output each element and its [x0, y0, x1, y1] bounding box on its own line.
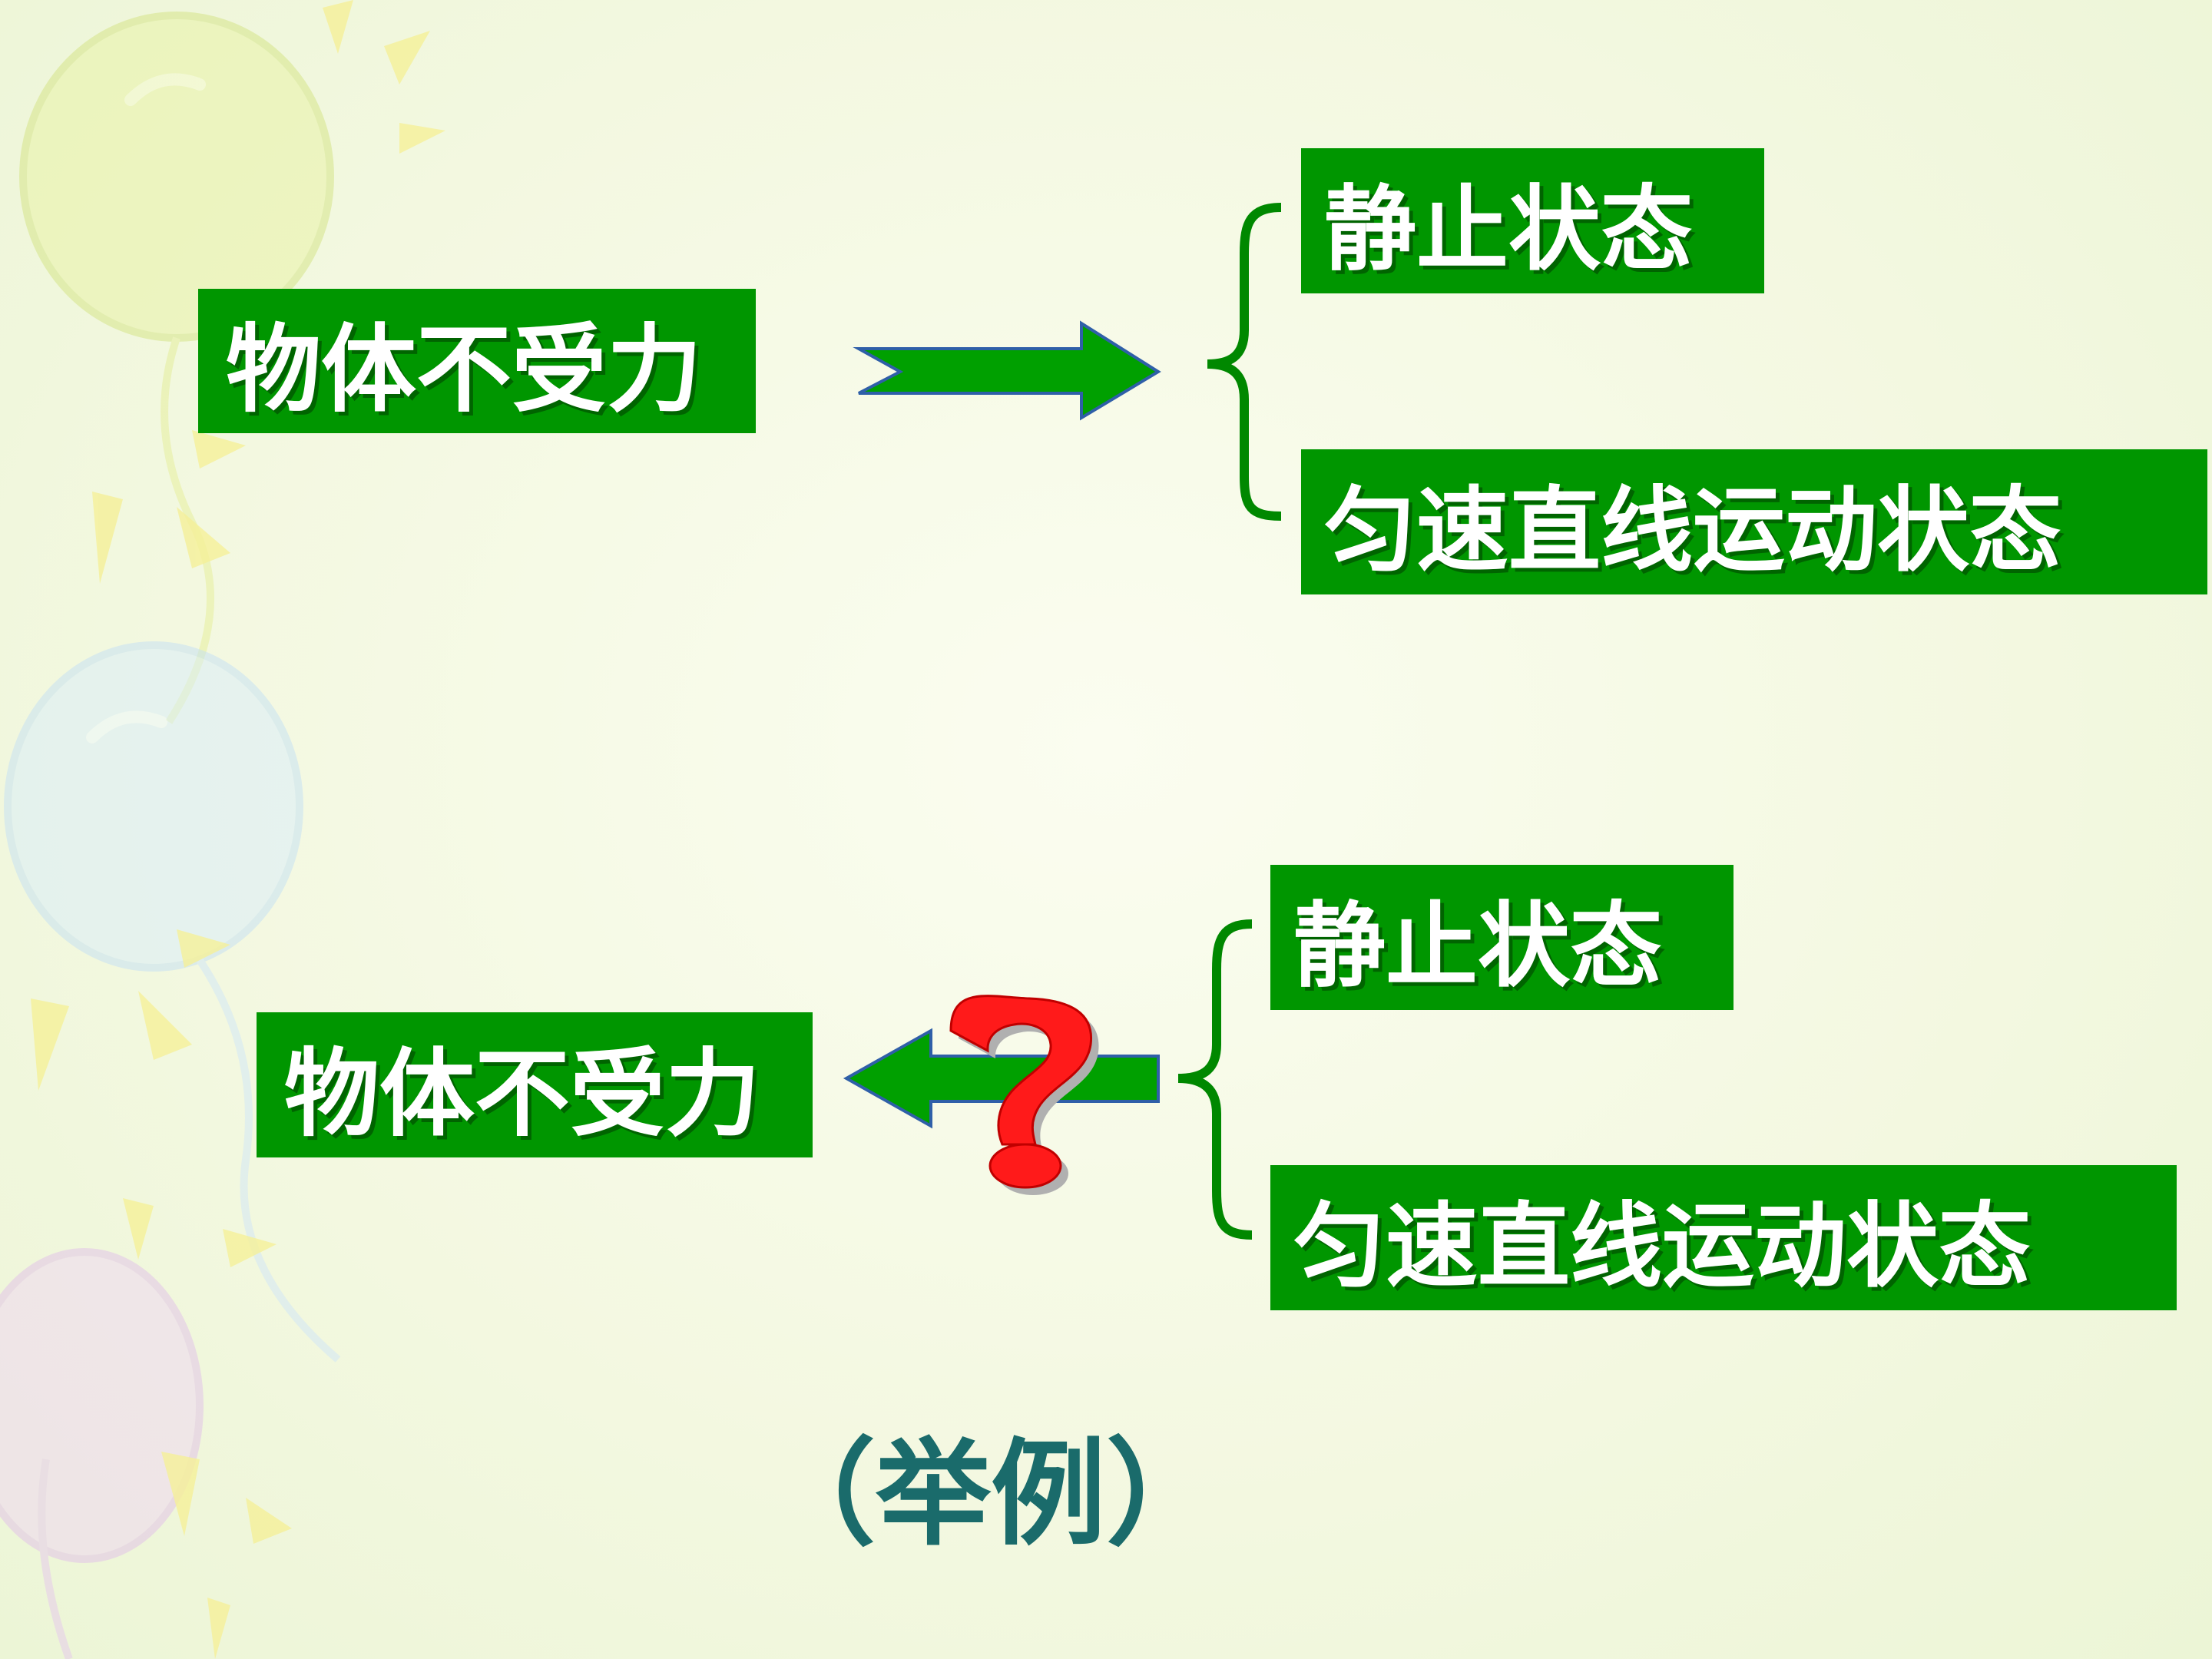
bottom-uniform-motion-box: 匀速直线运动状态 — [1270, 1165, 2177, 1310]
spark-decoration — [31, 0, 445, 1659]
top-static-state-box: 静止状态 — [1301, 148, 1764, 293]
bottom-static-state-box: 静止状态 — [1270, 865, 1734, 1010]
bottom-source-label: 物体不受力 — [284, 1038, 761, 1150]
right-arrow-icon — [853, 320, 1161, 421]
top-source-label: 物体不受力 — [226, 314, 703, 426]
top-uniform-motion-box: 匀速直线运动状态 — [1301, 449, 2207, 594]
top-static-state-label: 静止状态 — [1324, 174, 1693, 283]
example-label: （举例） — [760, 1426, 1222, 1561]
bottom-brace — [1177, 919, 1253, 1240]
left-arrow-icon — [843, 1028, 1160, 1129]
balloon-icon — [0, 1248, 204, 1659]
question-mark-icon — [949, 995, 1099, 1195]
bottom-uniform-motion-label: 匀速直线运动状态 — [1293, 1191, 2031, 1300]
top-source-box: 物体不受力 — [198, 289, 756, 433]
bottom-source-box: 物体不受力 — [257, 1012, 813, 1157]
top-brace — [1207, 203, 1282, 521]
top-uniform-motion-label: 匀速直线运动状态 — [1324, 475, 2061, 584]
balloon-icon — [4, 641, 341, 1363]
bottom-static-state-label: 静止状态 — [1293, 891, 1662, 1000]
